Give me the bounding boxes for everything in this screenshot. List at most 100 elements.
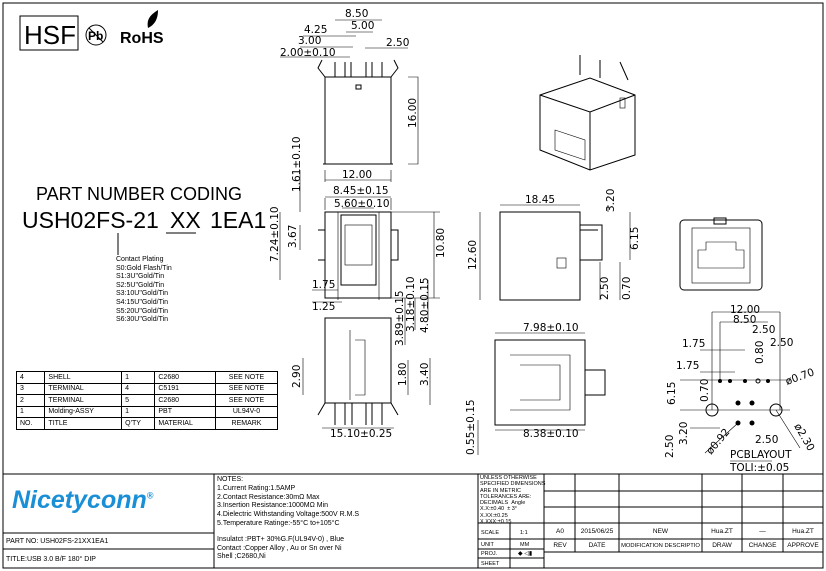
coding-code-b: XX	[170, 207, 201, 233]
top-view	[280, 19, 419, 182]
note-item: 5.Temperature Ratinge:-55°C to+105°C	[217, 519, 340, 527]
dim-text: 5.00	[351, 20, 374, 32]
dim-text: 2.50	[599, 277, 611, 300]
note-item: 4.Dielectric Withstanding Voltage:500V R…	[217, 511, 360, 519]
dim-text: 3.20	[605, 189, 617, 212]
pcb-dim: 0.80	[754, 341, 766, 364]
dim-text: 2.50	[386, 37, 409, 49]
dim-text: 18.45	[525, 194, 555, 206]
pcb-dim: 6.15	[666, 382, 678, 405]
dim-text: 4.80±0.15	[419, 277, 431, 333]
date-header: DATE	[588, 542, 606, 549]
dim-text: 1.80	[397, 363, 409, 386]
dim-text: 3.18±0.10	[405, 276, 417, 332]
material-note: Shell ;C2680,Ni	[217, 553, 266, 561]
material-note: Insulatct :PBT+ 30%G.F(UL94V-0) , Blue	[217, 535, 345, 543]
dim-text: 7.98±0.10	[523, 322, 579, 334]
material-note: Contact :Copper Alloy , Au or Sn over Ni	[217, 544, 342, 552]
hsf-logo-box	[19, 15, 79, 51]
pcb-hole	[718, 379, 722, 383]
plating-option: S1:3U"Gold/Tin	[116, 273, 165, 281]
unit-value: MM	[520, 542, 530, 548]
note-item: 2.Contact Resistance:30mΩ Max	[217, 493, 320, 501]
svg-text:RoHS: RoHS	[120, 30, 164, 47]
back-view	[679, 217, 763, 291]
coding-title: PART NUMBER CODING	[36, 184, 242, 204]
projection-label: PROJ.	[481, 551, 498, 557]
pcb-dim: 12.00	[730, 304, 760, 316]
pcb-tolerance: TOLI:±0.05	[729, 462, 789, 474]
change-header: CHANGE	[748, 542, 777, 549]
plating-option: S6:30U"Gold/Tin	[116, 316, 169, 324]
dim-text: 16.00	[407, 98, 419, 128]
dim-text: 3.00	[298, 35, 321, 47]
dim-text: 10.80	[435, 228, 447, 258]
sheet-label: SHEET	[481, 561, 500, 567]
pcb-dim: 1.75	[682, 338, 705, 350]
pcb-dim: ø2.30	[791, 422, 816, 454]
pcb-dim: 3.20	[678, 422, 690, 445]
side-view	[479, 204, 631, 301]
dim-text: 2.00±0.10	[280, 47, 336, 59]
note-item: 1.Current Rating:1.5AMP	[217, 484, 296, 492]
date-value: 2015/06/25	[580, 527, 614, 535]
side-front-view	[302, 317, 431, 429]
dim-text: 4.25	[304, 24, 327, 36]
dim-text: 1.61±0.10	[291, 136, 303, 192]
scale-value: 1:1	[520, 530, 528, 536]
draw-value: Hua.ZT	[711, 527, 733, 535]
pcb-dim: 2.50	[770, 337, 793, 349]
part-number: PART NO: USH02FS-21XX1EA1	[6, 538, 109, 545]
dim-text: 3.67	[287, 225, 299, 248]
plating-option: S5:20U"Gold/Tin	[116, 307, 169, 315]
dim-text: 1.25	[312, 301, 335, 313]
bottom-side-view	[477, 332, 606, 455]
isometric-view	[539, 55, 636, 171]
dim-text: 12.60	[467, 240, 479, 270]
pcb-dim: 0.70	[699, 379, 711, 402]
draw-header: DRAW	[712, 542, 732, 549]
dim-text: 2.90	[291, 365, 303, 388]
svg-text:Pb: Pb	[88, 29, 103, 43]
unit-label: UNIT	[481, 542, 494, 548]
approve-value: Hua.ZT	[792, 527, 814, 535]
dim-text: 3.89±0.15	[394, 290, 406, 346]
dim-text: 1.75	[312, 279, 335, 291]
rohs-logo: RoHS	[120, 10, 164, 47]
coding-code-c: 1EA1	[210, 207, 266, 233]
modification-value: NEW	[652, 527, 669, 535]
dim-text: 5.60±0.10	[334, 198, 390, 210]
pcb-dim: ø0.70	[784, 366, 816, 387]
plating-title: Contact Plating	[116, 256, 164, 263]
rev-header: REV	[553, 542, 567, 549]
projection-symbol-icon: ◆ ◁▮	[518, 551, 533, 557]
dim-text: 0.70	[621, 277, 633, 300]
dim-text: 8.38±0.10	[523, 428, 579, 440]
pcb-dim: 2.50	[752, 324, 775, 336]
dim-text: 12.00	[342, 169, 372, 181]
front-view	[279, 170, 440, 345]
dim-text: 8.45±0.15	[333, 185, 389, 197]
pcb-dim: 8.50	[733, 314, 756, 326]
pb-free-icon: Pb	[85, 24, 107, 46]
pcb-dim: ø0.92	[704, 426, 732, 457]
part-title: TITLE:USB 3.0 B/F 180° DIP	[6, 556, 96, 563]
dim-text: 7.24±0.10	[269, 206, 281, 262]
pcb-title: PCBLAYOUT	[730, 449, 792, 461]
dim-text: 15.10±0.25	[330, 428, 392, 440]
plating-option: S2:5U"Gold/Tin	[116, 281, 165, 289]
pcb-dim: 2.50	[664, 435, 676, 458]
dim-text: 6.15	[629, 227, 641, 250]
dim-text: 3.40	[419, 363, 431, 386]
brand-logo: Nicetyconn®	[12, 486, 154, 514]
modification-header: MODIFICATION DESCRIPTIO	[621, 542, 700, 549]
change-value: —	[759, 527, 766, 535]
